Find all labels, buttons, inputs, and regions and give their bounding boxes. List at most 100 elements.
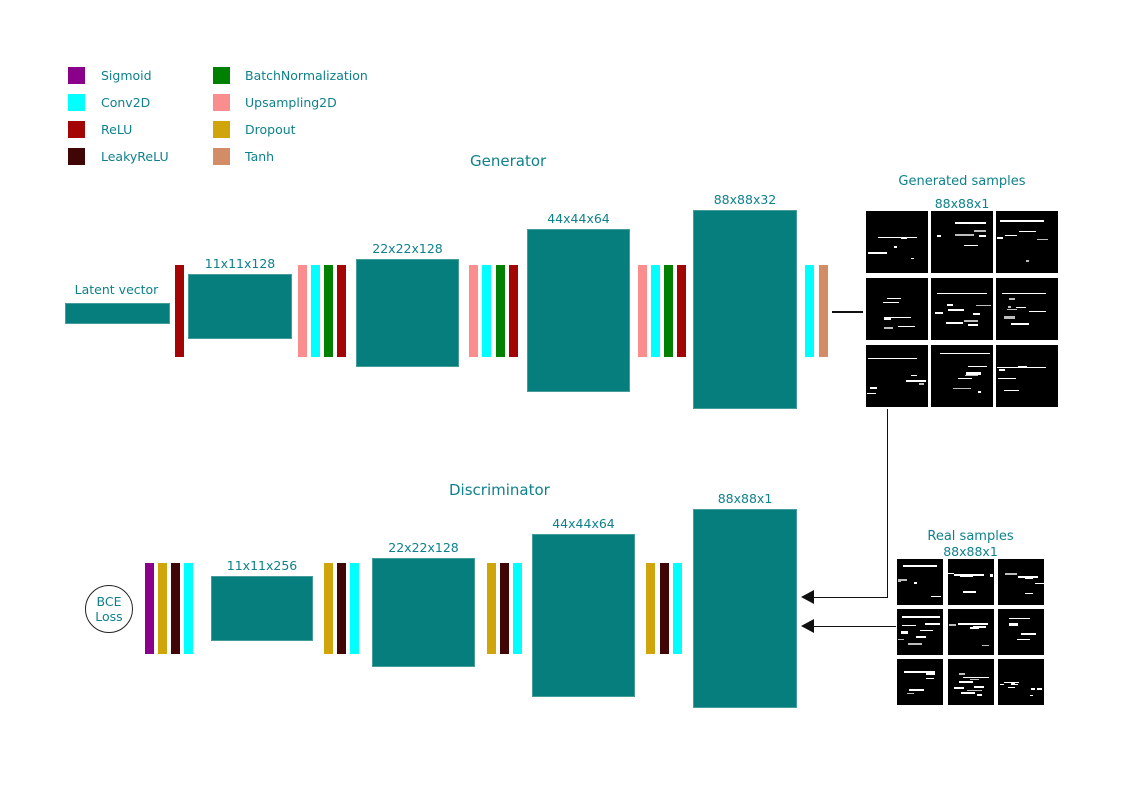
layer-bar-upsampling2d <box>638 265 647 357</box>
note-dash <box>924 623 941 626</box>
generated-samples-title: Generated samples <box>898 174 1026 189</box>
note-dash <box>907 643 922 646</box>
note-dash <box>967 365 987 368</box>
note-dash <box>1025 576 1033 580</box>
legend-swatch-upsampling2d <box>213 94 230 111</box>
layer-bar-dropout <box>324 563 333 654</box>
note-dash <box>931 595 941 597</box>
legend-label-upsampling2d: Upsampling2D <box>245 95 337 110</box>
note-dash <box>997 237 1004 239</box>
note-dash <box>1007 306 1012 308</box>
note-dash <box>920 630 933 632</box>
note-dash <box>868 252 888 254</box>
note-dash <box>1020 633 1037 635</box>
note-dash <box>1004 316 1016 319</box>
layer-bar-relu <box>337 265 346 357</box>
layer-bar-batchnorm <box>664 265 673 357</box>
note-dash <box>1016 638 1027 641</box>
layer-bar-dropout <box>646 563 655 654</box>
note-dash <box>910 380 926 382</box>
note-dash <box>907 693 914 695</box>
note-dash <box>1010 322 1029 325</box>
note-dash <box>974 230 986 232</box>
note-dash <box>999 683 1004 686</box>
note-dash <box>1025 260 1029 262</box>
legend-swatch-leakyrelu <box>68 148 85 165</box>
note-dash <box>960 692 975 694</box>
note-dash <box>979 235 987 237</box>
note-dash <box>989 574 994 577</box>
layer-bar-conv2d <box>311 265 320 357</box>
generated-sample-image <box>866 278 928 340</box>
generated-samples-dims-label: 88x88x1 <box>934 196 990 211</box>
note-dash <box>1008 686 1016 689</box>
note-dash <box>886 297 901 299</box>
note-dash <box>1019 231 1037 233</box>
note-dash <box>937 235 941 237</box>
discriminator-feature-block <box>693 509 797 708</box>
real-sample-image <box>897 659 943 705</box>
real-sample-image <box>947 609 994 655</box>
discriminator-feature-block <box>532 534 635 697</box>
layer-bar-upsampling2d <box>469 265 478 357</box>
real-sample-image <box>998 659 1044 705</box>
note-dash <box>934 311 944 314</box>
note-line <box>1009 617 1030 620</box>
generator-feature-block <box>527 229 630 392</box>
note-dash <box>1014 683 1018 686</box>
note-dash <box>977 391 982 394</box>
note-line <box>962 676 989 679</box>
note-dash <box>901 631 909 634</box>
discriminator-feature-block <box>211 576 313 641</box>
note-line <box>957 623 988 625</box>
note-dash <box>1036 238 1049 241</box>
note-dash <box>948 309 964 311</box>
note-dash <box>1031 632 1035 634</box>
note-dash <box>998 368 1005 372</box>
legend-swatch-tanh <box>213 148 230 165</box>
layer-bar-conv2d <box>513 563 522 654</box>
note-dash <box>1022 638 1031 640</box>
note-dash <box>897 581 901 583</box>
generator-title: Generator <box>470 152 547 170</box>
generated-sample-image <box>996 345 1058 407</box>
layer-bar-conv2d <box>350 563 359 654</box>
legend-swatch-sigmoid <box>68 67 85 84</box>
note-dash <box>1016 306 1027 308</box>
note-dash <box>1004 681 1019 683</box>
generated-to-discriminator-vline <box>886 409 888 597</box>
bce-loss-label-line2: Loss <box>95 609 123 624</box>
generator-feature-block <box>693 210 797 409</box>
note-dash <box>1018 366 1028 368</box>
layer-bar-leakyrelu <box>659 563 669 654</box>
note-dash <box>948 572 954 575</box>
layer-bar-dropout <box>487 563 496 654</box>
generated-sample-image <box>931 278 993 340</box>
generator-block-dims-label: 88x88x32 <box>713 192 777 207</box>
generator-block-dims-label: 11x11x128 <box>204 256 276 271</box>
note-line <box>939 353 990 355</box>
note-dash <box>965 374 978 377</box>
note-dash <box>902 624 917 627</box>
note-dash <box>901 237 908 239</box>
note-dash <box>966 689 982 691</box>
layer-bar-tanh <box>818 265 828 357</box>
real-samples-title: Real samples <box>927 529 1014 544</box>
layer-bar-conv2d <box>184 563 193 654</box>
note-dash <box>883 327 893 329</box>
layer-bar-conv2d <box>651 265 660 357</box>
layer-bar-dropout <box>158 563 167 654</box>
legend-label-sigmoid: Sigmoid <box>101 68 152 83</box>
generated-sample-image <box>996 278 1058 340</box>
layer-bar-sigmoid <box>145 563 154 654</box>
note-dash <box>893 246 898 248</box>
note-line <box>936 292 988 295</box>
real-sample-image <box>998 559 1044 605</box>
discriminator-block-dims-label: 44x44x64 <box>552 516 615 531</box>
real-input-arrowhead <box>801 619 814 633</box>
latent-vector-label: Latent vector <box>74 282 159 297</box>
note-line <box>903 565 938 567</box>
layer-bar-batchnorm <box>495 265 505 357</box>
generated-sample-image <box>931 211 993 273</box>
note-dash <box>973 626 986 628</box>
